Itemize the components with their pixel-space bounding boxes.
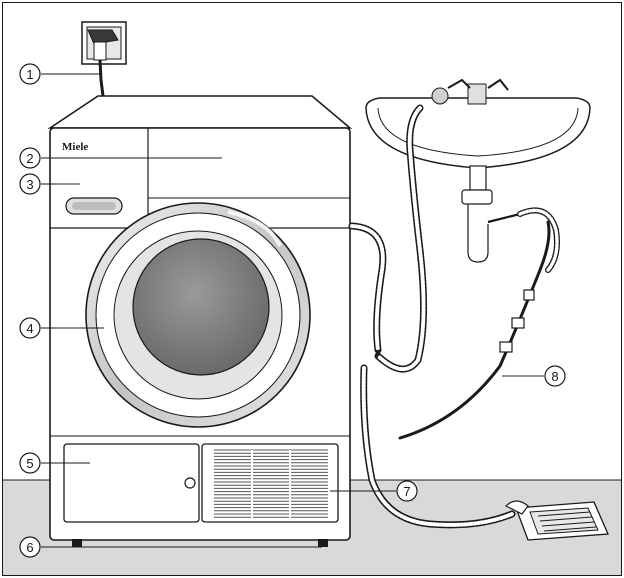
- callout-2: 2: [19, 147, 41, 169]
- svg-text:5: 5: [26, 456, 33, 471]
- faucet-icon: [467, 83, 487, 105]
- svg-text:1: 1: [26, 67, 33, 82]
- brand-label: Miele: [62, 141, 88, 153]
- foot-left: [72, 539, 82, 547]
- air-intake-grille: [214, 449, 328, 518]
- callout-7: 7: [396, 480, 418, 502]
- svg-text:8: 8: [551, 369, 558, 384]
- callout-1: 1: [19, 63, 41, 85]
- floor-drain: [504, 500, 609, 541]
- svg-text:6: 6: [26, 540, 33, 555]
- svg-text:7: 7: [403, 484, 410, 499]
- foot-right: [318, 539, 328, 547]
- svg-text:3: 3: [26, 177, 33, 192]
- wall-socket: [81, 21, 127, 65]
- callout-leaders: [41, 73, 544, 548]
- panel-knob-icon: [184, 477, 196, 489]
- hose-clamp-upper: [523, 289, 535, 301]
- dryer-door: [85, 202, 311, 428]
- hose-connector: [511, 317, 525, 329]
- callout-5: 5: [19, 452, 41, 474]
- hoses: [348, 104, 560, 529]
- lower-panel: [63, 443, 339, 523]
- hose-clamp: [499, 341, 513, 353]
- power-cord: [98, 59, 105, 97]
- callout-8: 8: [544, 365, 566, 387]
- wash-basin: [365, 78, 591, 263]
- svg-text:2: 2: [26, 151, 33, 166]
- callout-4: 4: [19, 317, 41, 339]
- callout-3: 3: [19, 173, 41, 195]
- svg-text:4: 4: [26, 321, 33, 336]
- door-glass: [132, 238, 270, 376]
- plug-icon: [87, 29, 119, 45]
- container-drawer-handle: [65, 197, 123, 215]
- callout-6: 6: [19, 536, 41, 558]
